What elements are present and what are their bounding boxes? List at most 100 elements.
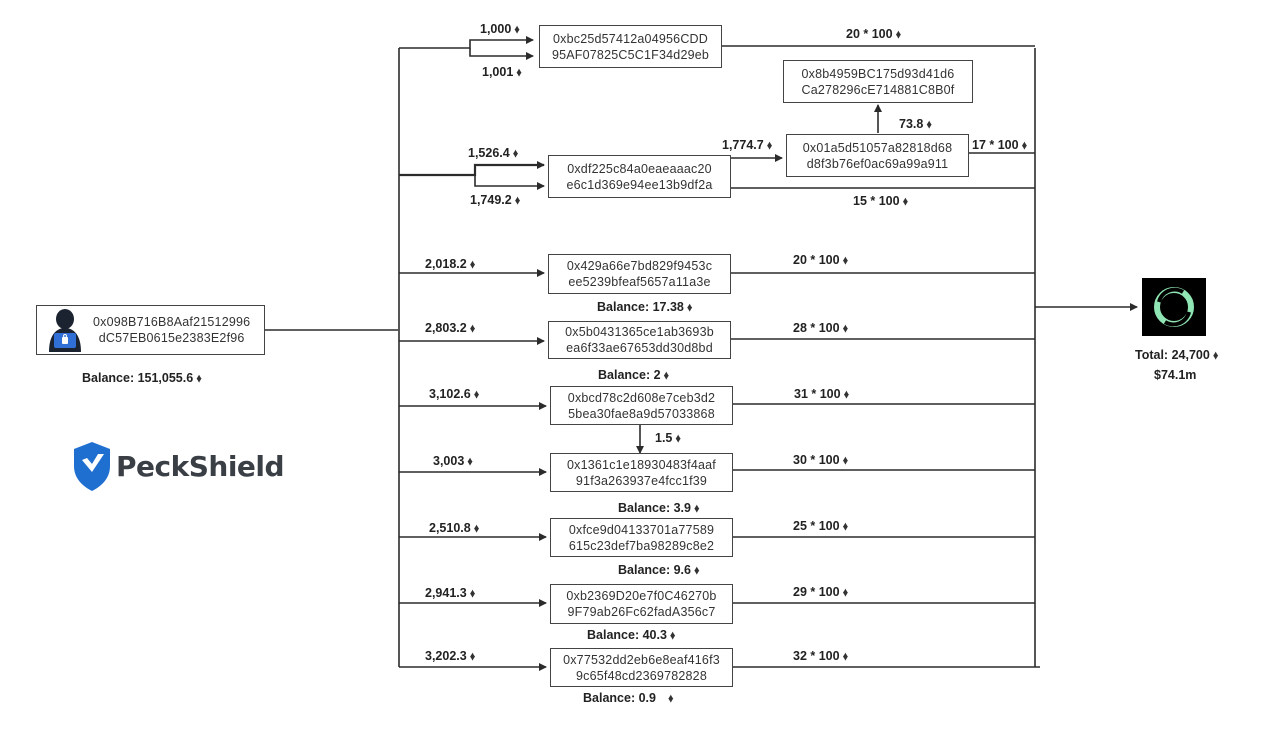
address-line1: 0x429a66e7bd829f9453c [566,259,713,273]
transfer-label: 31 * 100♦ [794,387,849,402]
address-line2: 9c65f48cd2369782828 [575,668,707,683]
transfer-text: 15 * 100 [853,194,900,208]
transfer-text: 20 * 100 [793,253,840,267]
address-box-fce9[interactable]: 0xfce9d04133701a77589 615c23def7ba98289c… [550,518,733,557]
amount-label: 73.8♦ [899,117,932,133]
eth-icon: ♦ [926,117,932,133]
amount-text: 3,102.6 [429,387,471,401]
amount-label: 2,510.8♦ [429,521,480,537]
amount-label: 1,749.2♦ [470,193,521,209]
eth-icon: ♦ [669,628,676,644]
balance-label: Balance: 9.6♦ [618,563,700,579]
balance-label: Balance: 17.38♦ [597,300,693,316]
transfer-label: 20 * 100♦ [846,27,902,43]
eth-icon: ♦ [842,321,849,337]
address-box-bc25[interactable]: 0xbc25d57412a04956CDD 95AF07825C5C1F34d2… [539,25,722,68]
address-line1: 0xdf225c84a0eaeaaac20 [567,161,712,176]
address-box-df22[interactable]: 0xdf225c84a0eaeaaac20 e6c1d369e94ee13b9d… [548,155,731,198]
address-line1: 0x77532dd2eb6e8eaf416f3 [563,652,720,667]
exchange-total: Total: 24,700♦ [1135,348,1218,363]
amount-text: 1,000 [480,22,512,36]
amount-label: 3,003♦ [433,454,473,470]
amount-label: 2,803.2♦ [425,321,476,337]
address-line1: 0x1361c1e18930483f4aaf [567,457,716,472]
address-line1: 0xfce9d04133701a77589 [568,522,715,537]
exchange-swirl-icon [1154,287,1194,327]
amount-label: 1.5♦ [655,431,682,447]
address-box-7753[interactable]: 0x77532dd2eb6e8eaf416f3 9c65f48cd2369782… [550,648,733,687]
balance-text: Balance: 3.9 [618,501,691,515]
eth-icon: ♦ [469,321,476,337]
eth-icon: ♦ [842,453,849,469]
amount-label: 2,018.2♦ [425,257,475,272]
balance-label: Balance: 3.9♦ [618,501,700,517]
amount-text: 1,001 [482,65,514,79]
balance-label: Balance: 40.3♦ [587,628,676,644]
eth-icon: ♦ [196,371,202,387]
address-box-01a5[interactable]: 0x01a5d51057a82818d68 d8f3b76ef0ac69a99a… [786,134,969,177]
eth-icon: ♦ [693,501,700,517]
hacker-address-box[interactable]: 0x098B716B8Aaf21512996 dC57EB0615e2383E2… [36,305,265,355]
balance-text: Balance: 17.38 [597,300,684,314]
address-line2: 91f3a263937e4fcc1f39 [575,473,708,488]
address-box-5b04[interactable]: 0x5b0431365ce1ab3693b ea6f33ae67653dd30d… [548,321,731,359]
transfer-text: 25 * 100 [793,519,840,533]
eth-icon: ♦ [667,691,674,707]
address-box-b236[interactable]: 0xb2369D20e7f0C46270b 9F79ab26Fc62fadA35… [550,584,733,624]
exchange-total-text: Total: 24,700 [1135,348,1210,362]
transfer-label: 32 * 100♦ [793,649,848,664]
address-line2: Ca278296cE714881C8B0f [801,82,955,97]
eth-icon: ♦ [766,138,773,154]
eth-icon: ♦ [516,65,522,81]
balance-text: Balance: 2 [598,368,661,382]
eth-icon: ♦ [1021,138,1028,154]
hacker-address-line1: 0x098B716B8Aaf21512996 [93,315,251,329]
amount-text: 3,003 [433,454,465,468]
address-line2: d8f3b76ef0ac69a99a911 [806,156,949,171]
eth-icon: ♦ [675,431,682,447]
transfer-text: 17 * 100 [972,138,1019,152]
address-box-1361[interactable]: 0x1361c1e18930483f4aaf 91f3a263937e4fcc1… [550,453,733,492]
address-line2: ee5239bfeaf5657a11a3e [568,275,711,289]
amount-text: 1,774.7 [722,138,764,152]
address-box-bcd7[interactable]: 0xbcd78c2d608e7ceb3d2 5bea30fae8a9d57033… [550,386,733,425]
transfer-text: 30 * 100 [793,453,840,467]
balance-text: Balance: 40.3 [587,628,667,642]
transfer-label: 25 * 100♦ [793,519,849,535]
amount-label: 1,526.4♦ [468,146,519,162]
eth-icon: ♦ [693,563,700,579]
hacker-balance-text: Balance: 151,055.6 [82,371,194,385]
eth-icon: ♦ [842,253,849,269]
eth-icon: ♦ [663,368,670,384]
transfer-text: 28 * 100 [793,321,840,335]
eth-icon: ♦ [473,521,480,537]
address-line1: 0xbcd78c2d608e7ceb3d2 [567,390,716,405]
eth-icon: ♦ [514,22,520,38]
transfer-label: 15 * 100♦ [853,194,908,209]
amount-label: 1,774.7♦ [722,138,773,154]
address-line2: 9F79ab26Fc62fadA356c7 [567,605,716,619]
amount-label: 2,941.3♦ [425,586,475,601]
exchange-logo[interactable] [1142,278,1206,336]
amount-label: 3,102.6♦ [429,387,479,402]
df22-in-arrow-2 [474,175,545,190]
eth-icon: ♦ [514,193,521,209]
eth-icon: ♦ [842,519,849,535]
balance-text: Balance: 9.6 [618,563,691,577]
transfer-text: 31 * 100 [794,387,841,401]
amount-label: 3,202.3♦ [425,649,475,664]
amount-text: 2,510.8 [429,521,471,535]
eth-icon: ♦ [895,27,902,43]
hacker-address: 0x098B716B8Aaf21512996 dC57EB0615e2383E2… [93,314,250,346]
address-box-8b49[interactable]: 0x8b4959BC175d93d41d6 Ca278296cE714881C8… [783,60,973,103]
eth-icon: ♦ [467,454,473,470]
address-box-429a[interactable]: 0x429a66e7bd829f9453c ee5239bfeaf5657a11… [548,254,731,294]
hacker-icon [49,309,81,352]
eth-icon: ♦ [512,146,519,162]
eth-icon: ♦ [842,585,849,601]
transfer-text: 29 * 100 [793,585,840,599]
address-line2: 615c23def7ba98289c8e2 [568,538,715,553]
eth-icon: ♦ [686,300,693,316]
